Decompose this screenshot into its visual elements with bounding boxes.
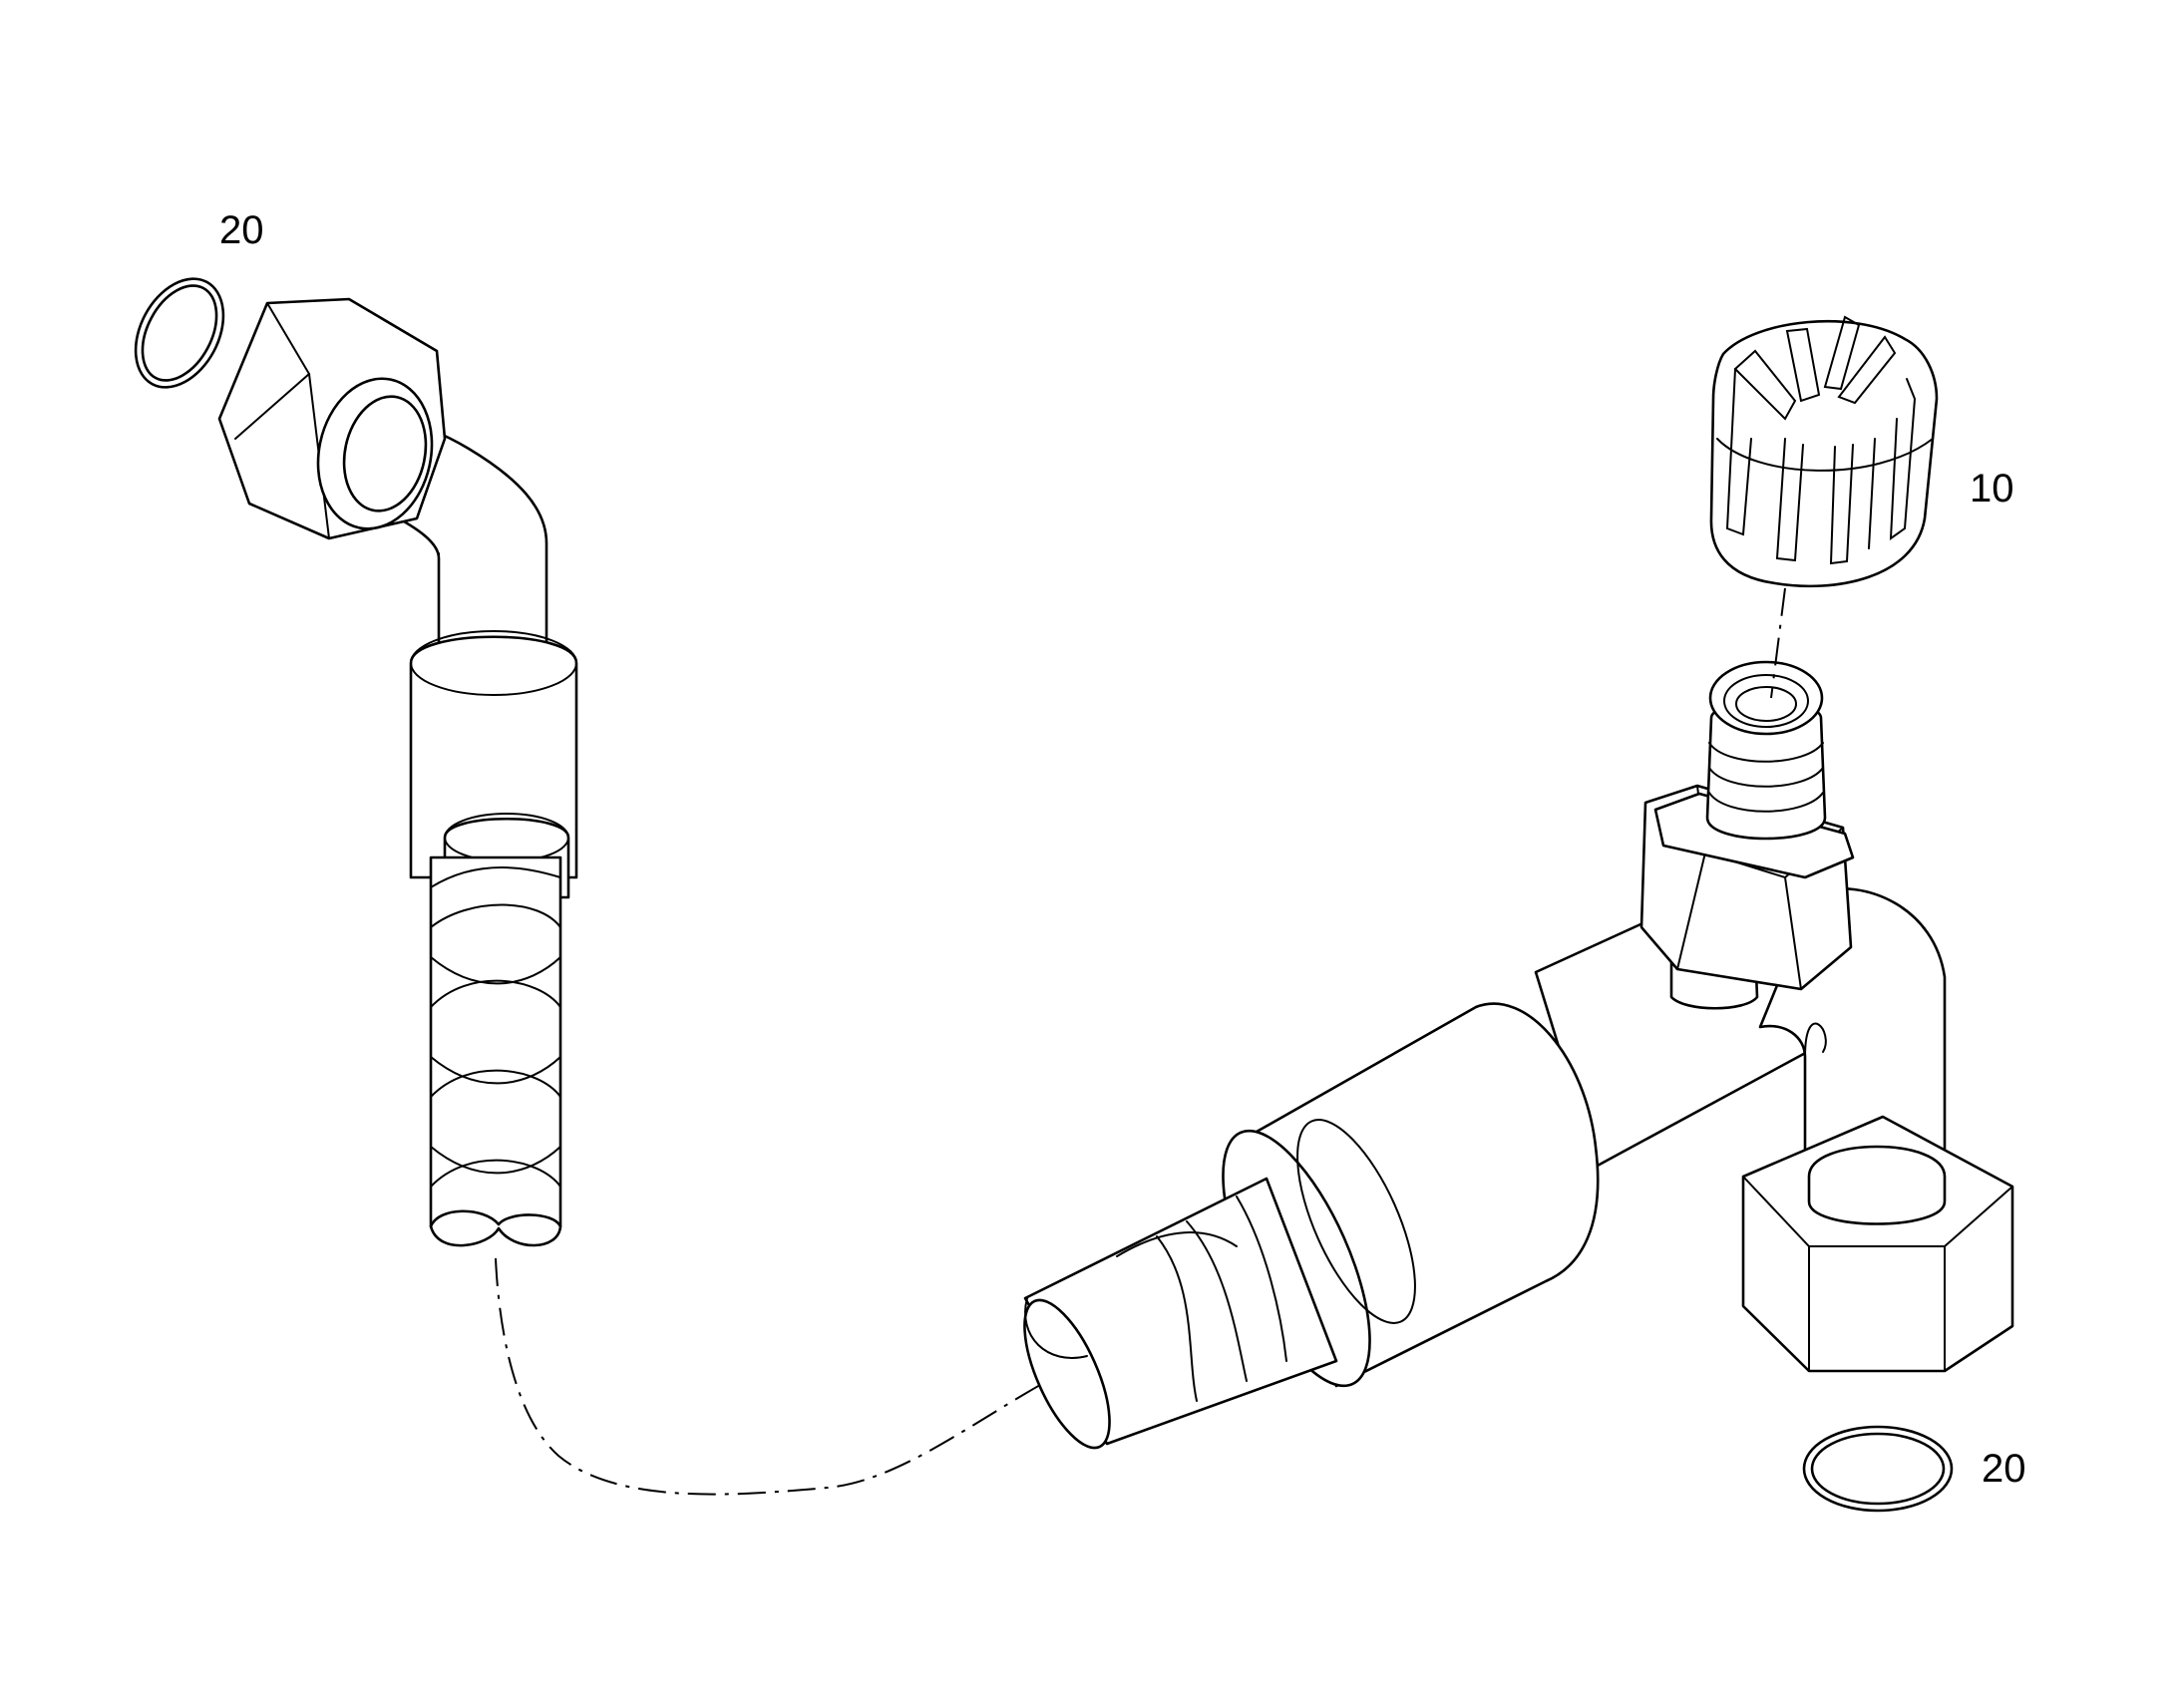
right-hose-assembly [1023, 660, 2014, 1450]
right-hex-nut [1741, 1115, 2014, 1373]
o-ring-top-left [134, 277, 225, 389]
callout-cap: 10 [1970, 467, 2014, 511]
left-braided-hose [429, 855, 562, 1247]
left-hose-assembly [217, 297, 578, 1247]
o-ring-bottom-right [1802, 1425, 1954, 1513]
callout-oring-top-left: 20 [219, 208, 264, 252]
service-port-cap [1709, 315, 1939, 588]
connection-centerline [495, 1257, 1048, 1496]
left-hex-nut [217, 297, 447, 540]
cap-centerline [1770, 587, 1786, 699]
callout-oring-bottom-right: 20 [1982, 1447, 2026, 1491]
right-braided-hose [1023, 1177, 1338, 1450]
service-port-fitting [1639, 660, 1855, 1010]
